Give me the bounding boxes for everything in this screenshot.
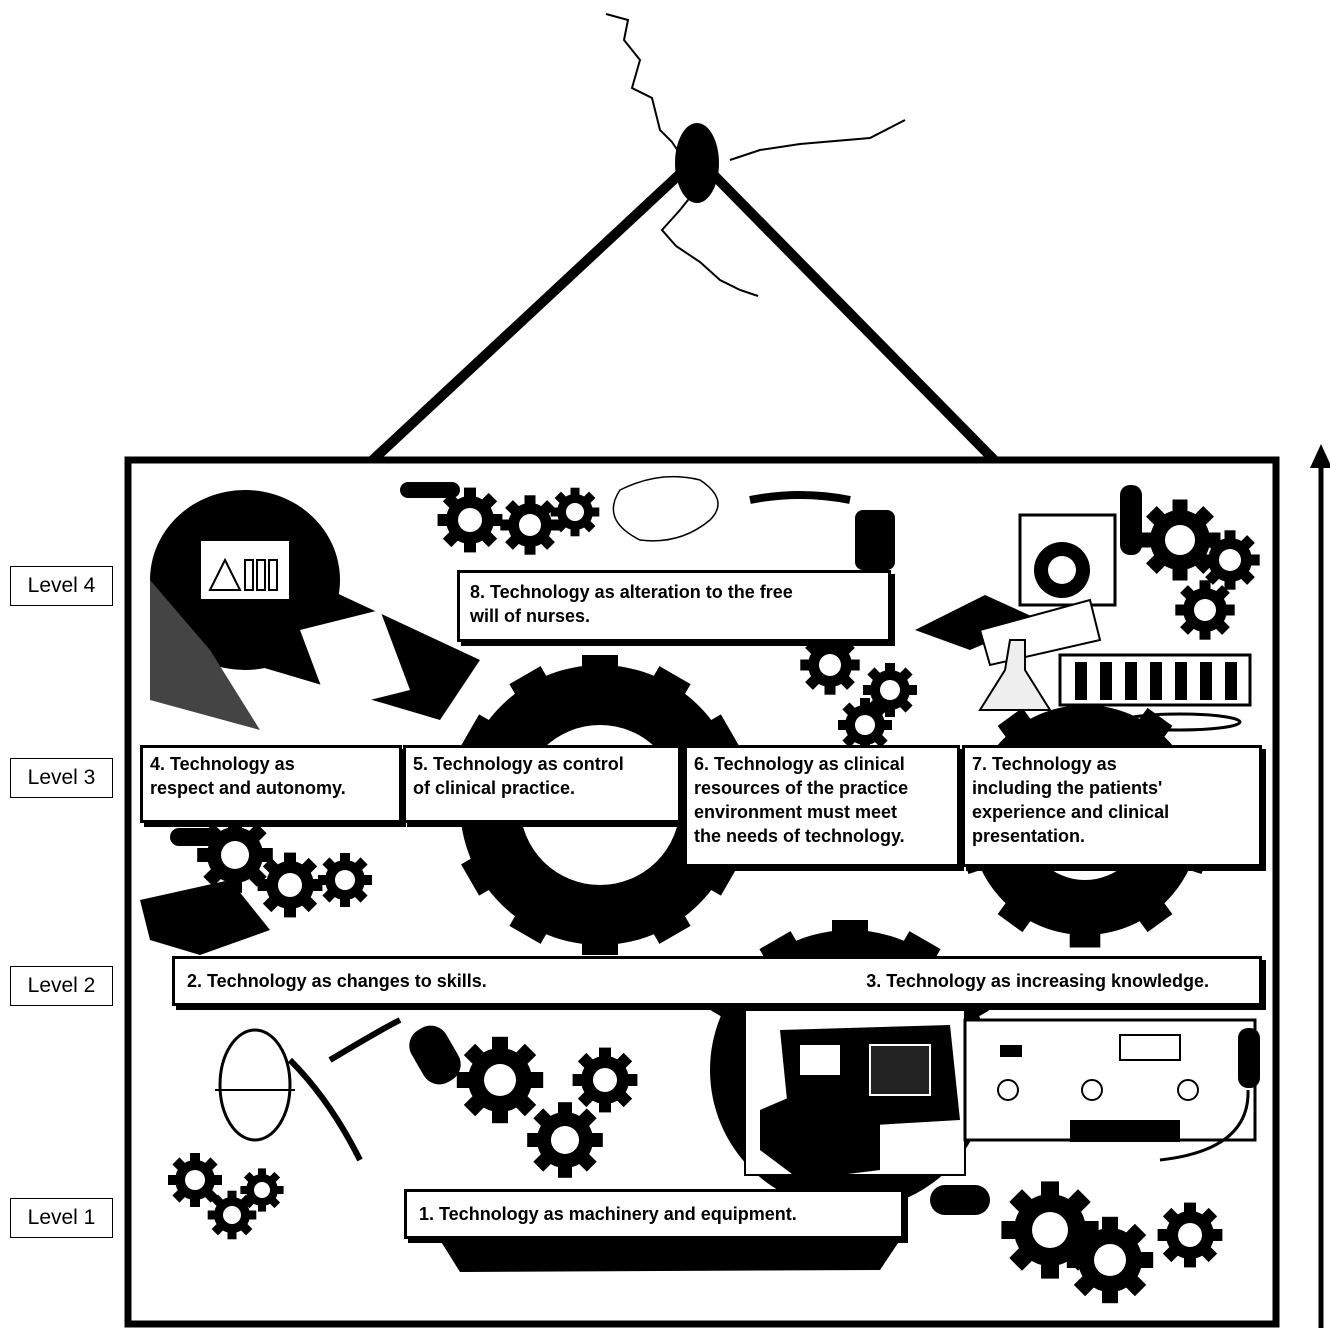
concept-text: environment must meet <box>694 800 950 824</box>
concept-text-2: 2. Technology as changes to skills. <box>187 969 487 993</box>
shadow-shape <box>440 1240 900 1272</box>
concept-box-7: 7. Technology as including the patients'… <box>962 745 1262 867</box>
concept-box-4: 4. Technology as respect and autonomy. <box>140 745 402 823</box>
wall-crack-lines <box>606 14 905 296</box>
concept-text: respect and autonomy. <box>150 776 392 800</box>
concept-box-2-3: 2. Technology as changes to skills. 3. T… <box>172 956 1262 1006</box>
arrow-up-icon <box>1310 444 1330 1328</box>
concept-text: the needs of technology. <box>694 824 950 848</box>
concept-text-1: 1. Technology as machinery and equipment… <box>419 1202 797 1226</box>
concept-box-6: 6. Technology as clinical resources of t… <box>684 745 960 867</box>
level-2-label: Level 2 <box>10 966 113 1006</box>
concept-text-3: 3. Technology as increasing knowledge. <box>866 969 1209 993</box>
concept-text: of clinical practice. <box>413 776 671 800</box>
concept-text: presentation. <box>972 824 1252 848</box>
concept-text: resources of the practice <box>694 776 950 800</box>
concept-text: 4. Technology as <box>150 752 392 776</box>
concept-text: 7. Technology as <box>972 752 1252 776</box>
concept-box-8: 8. Technology as alteration to the free … <box>457 570 891 642</box>
concept-text: including the patients' <box>972 776 1252 800</box>
level-3-label: Level 3 <box>10 758 113 798</box>
lab-glassware-icon <box>200 540 290 600</box>
concept-box-5: 5. Technology as control of clinical pra… <box>403 745 681 823</box>
level-4-label: Level 4 <box>10 566 113 606</box>
concept-text: will of nurses. <box>470 604 878 628</box>
concept-text: 8. Technology as alteration to the free <box>470 580 878 604</box>
concept-text: 6. Technology as clinical <box>694 752 950 776</box>
concept-text: 5. Technology as control <box>413 752 671 776</box>
concept-box-1: 1. Technology as machinery and equipment… <box>404 1189 904 1239</box>
concept-text: experience and clinical <box>972 800 1252 824</box>
level-1-label: Level 1 <box>10 1198 113 1238</box>
